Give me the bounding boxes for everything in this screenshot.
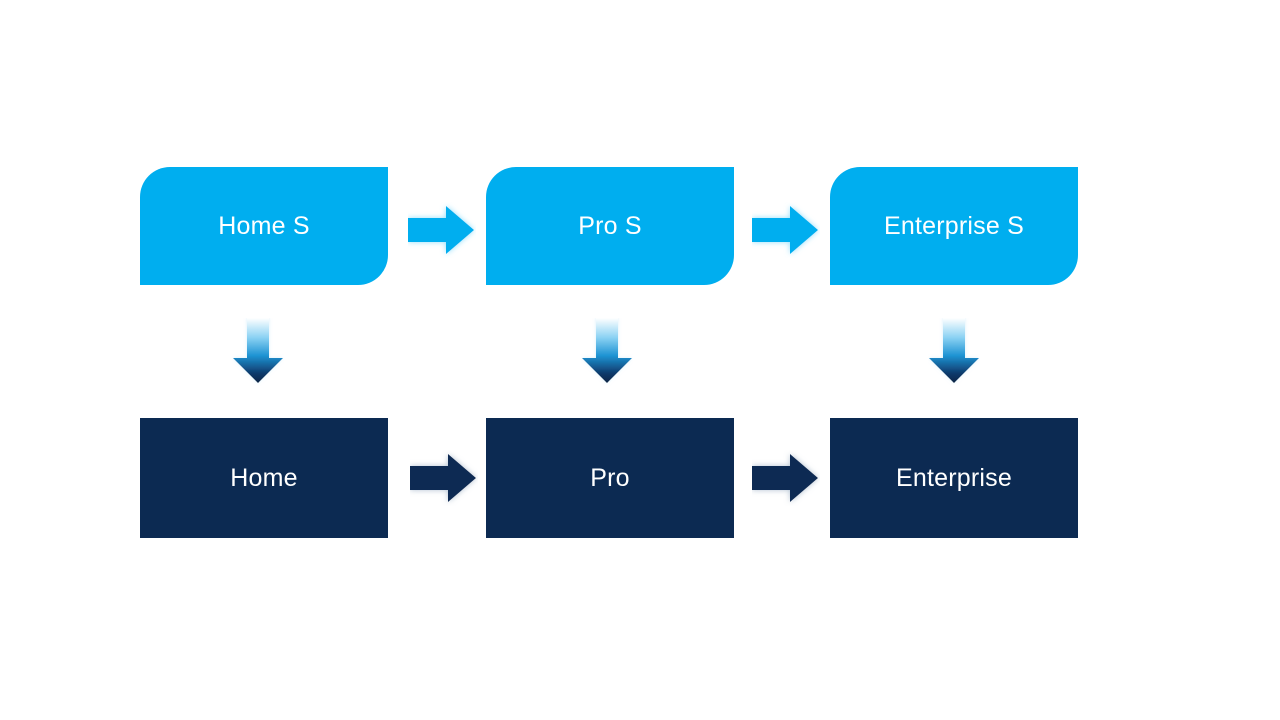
- box-pro-s: Pro S: [486, 167, 734, 285]
- down-arrow-icon: [582, 318, 632, 383]
- right-arrow-icon: [408, 206, 474, 254]
- right-arrow-icon: [752, 454, 818, 502]
- box-pro-label: Pro: [590, 463, 630, 492]
- box-enterprise-label: Enterprise: [896, 463, 1012, 492]
- down-arrow-icon: [929, 318, 979, 383]
- box-enterprise-s: Enterprise S: [830, 167, 1078, 285]
- box-enterprise-s-label: Enterprise S: [884, 211, 1024, 240]
- right-arrow-icon: [752, 206, 818, 254]
- box-home-s: Home S: [140, 167, 388, 285]
- box-pro-s-label: Pro S: [578, 211, 642, 240]
- box-enterprise: Enterprise: [830, 418, 1078, 538]
- right-arrow-icon: [410, 454, 476, 502]
- box-home-s-label: Home S: [218, 211, 310, 240]
- box-home: Home: [140, 418, 388, 538]
- down-arrow-icon: [233, 318, 283, 383]
- box-pro: Pro: [486, 418, 734, 538]
- box-home-label: Home: [230, 463, 298, 492]
